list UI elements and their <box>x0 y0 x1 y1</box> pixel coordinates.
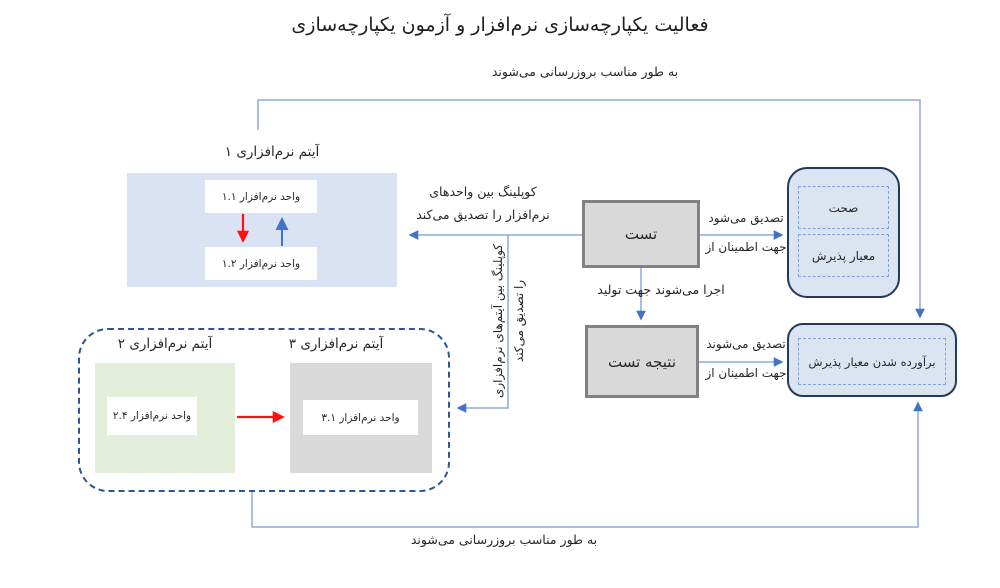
coupling-items-line1: کوپلینگ بین آیتم‌های نرم‌افزاری <box>491 244 505 399</box>
criteria-met-group: برآورده شدن معیار پذیرش <box>787 323 957 397</box>
software-unit-1-2-box: واحد نرم‌افزار ۱.۲ <box>205 247 317 280</box>
coupling-units-line2: نرم‌افزار را تصدیق می‌کند <box>416 206 550 222</box>
correctness-box: صحت <box>798 186 889 229</box>
verified-plural-line1: تصدیق می‌شوند <box>706 337 786 351</box>
coupling-units-label: کوپلینگ بین واحدهای نرم‌افزار را تصدیق م… <box>383 184 583 222</box>
acceptance-criteria-box: معیار پذیرش <box>798 234 889 277</box>
test-box: تست <box>582 200 700 268</box>
software-item-2-label: آیتم نرم‌افزاری ۲ <box>117 336 213 352</box>
coupling-units-line1: کوپلینگ بین واحدهای <box>429 184 537 199</box>
correctness-acceptance-group: صحت معیار پذیرش <box>787 167 900 298</box>
diagram-title: فعالیت یکپارچه‌سازی نرم‌افزار و آزمون یک… <box>291 14 709 36</box>
verified-plural-line2: جهت اطمینان از <box>705 366 787 380</box>
feedback-bottom-label: به طور مناسب بروزرسانی می‌شوند <box>410 532 598 547</box>
software-unit-3-1-box: واحد نرم‌افزار ۳.۱ <box>303 400 418 435</box>
software-unit-2-4-box: واحد نرم‌افزار ۲.۴ <box>107 397 197 435</box>
executed-label: اجرا می‌شوند جهت تولید <box>597 282 725 297</box>
software-item-1-label: آیتم نرم‌افزاری ۱ <box>224 144 320 160</box>
software-item-3-label: آیتم نرم‌افزاری ۳ <box>288 336 384 352</box>
verified-singular-line2: جهت اطمینان از <box>705 240 787 254</box>
feedback-top-label: به طور مناسب بروزرسانی می‌شوند <box>491 64 679 79</box>
coupling-items-line2: را تصدیق می‌کند <box>512 279 526 363</box>
coupling-items-label: کوپلینگ بین آیتم‌های نرم‌افزاری را تصدیق… <box>488 235 532 407</box>
test-result-box: نتیجه تست <box>585 325 699 398</box>
software-unit-1-1-box: واحد نرم‌افزار ۱.۱ <box>205 180 317 213</box>
verified-singular-line1: تصدیق می‌شود <box>708 211 784 225</box>
criteria-met-box: برآورده شدن معیار پذیرش <box>798 338 946 385</box>
